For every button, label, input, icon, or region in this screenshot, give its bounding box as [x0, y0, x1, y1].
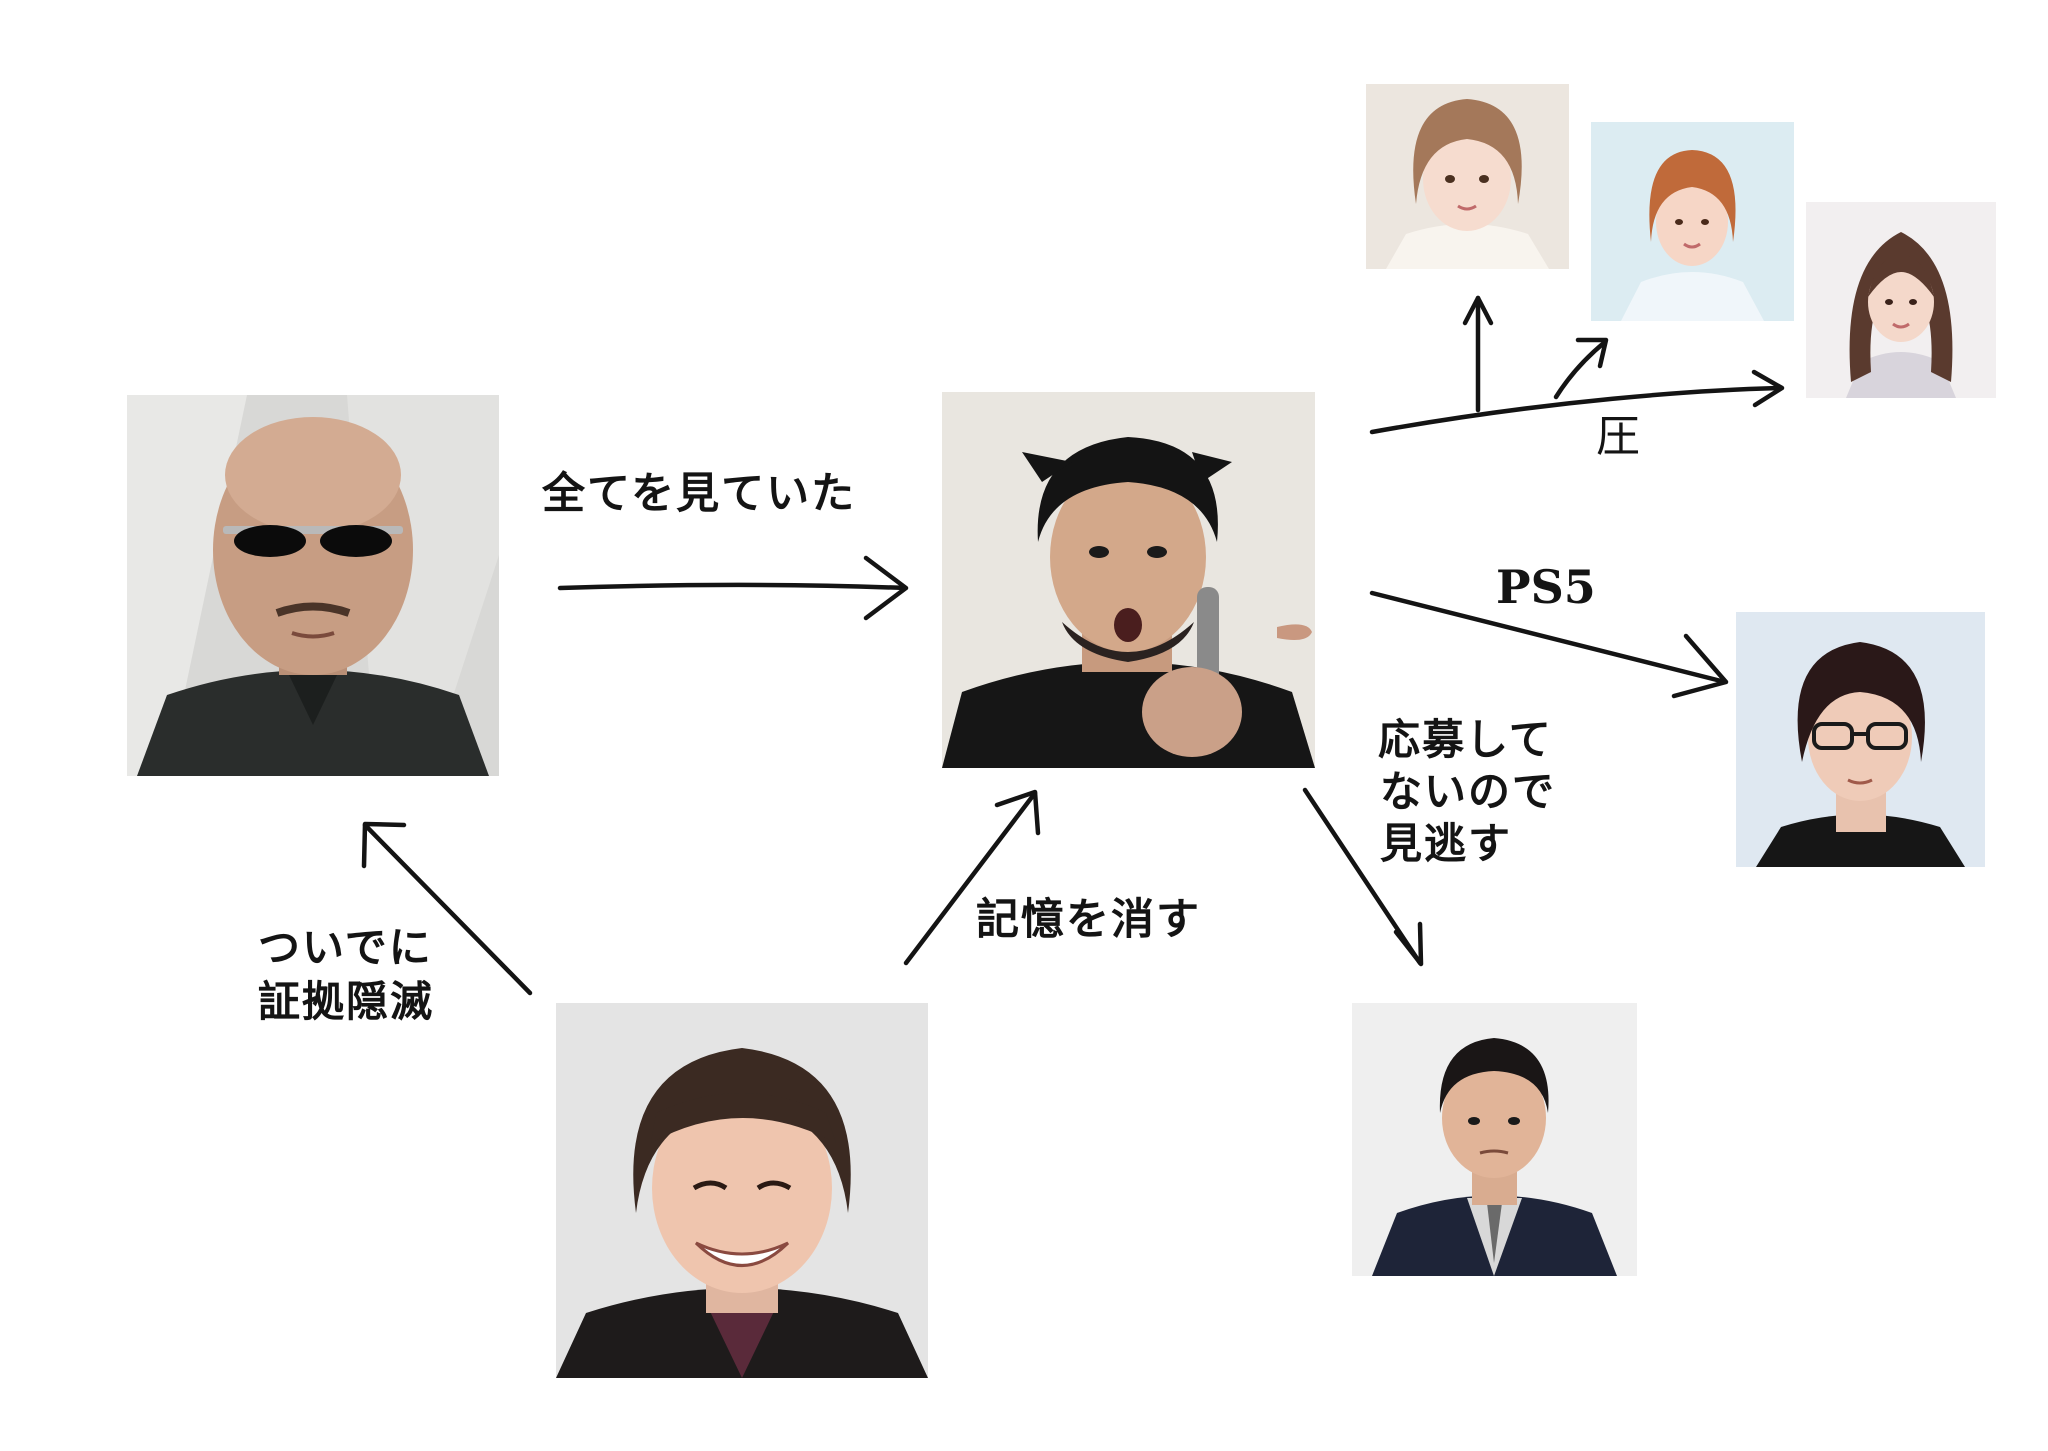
- arrow-destroy-evidence: [361, 821, 533, 996]
- label-not-applied-line-2: ないので: [1380, 767, 1557, 816]
- label-ps5: PS5: [1496, 560, 1596, 614]
- arrow-erase-memory: [903, 789, 1041, 966]
- arrow-let-go: [1302, 787, 1424, 967]
- arrow-ps5: [1369, 590, 1729, 699]
- photo-woman-long-hair: [1806, 202, 1996, 398]
- label-destroy-line-2: 証拠隠滅: [258, 977, 435, 1026]
- label-destroy-line-1: ついでに: [258, 923, 433, 972]
- photo-smiling-man: [556, 1003, 928, 1378]
- arrow-pressure-main: [1369, 369, 1785, 435]
- photo-man-suit: [1352, 1003, 1637, 1276]
- label-erase-memory: 記憶を消す: [976, 895, 1201, 945]
- label-not-applied-line-1: 応募して: [1378, 715, 1553, 764]
- arrow-saw-everything: [557, 555, 909, 621]
- arrow-pressure-up-left: [1462, 295, 1494, 413]
- photo-center-man-microphone: [942, 392, 1315, 768]
- label-not-applied-line-3: 見逃す: [1380, 819, 1513, 868]
- label-saw-everything: 全てを見ていた: [542, 469, 857, 519]
- arrow-pressure-up-right: [1553, 337, 1609, 400]
- photo-man-glasses: [1736, 612, 1985, 867]
- photo-woman-orange-hair: [1591, 122, 1794, 321]
- photo-bald-man-sunglasses: [127, 395, 499, 776]
- photo-woman-short-hair: [1366, 84, 1569, 269]
- label-pressure: 圧: [1596, 411, 1642, 462]
